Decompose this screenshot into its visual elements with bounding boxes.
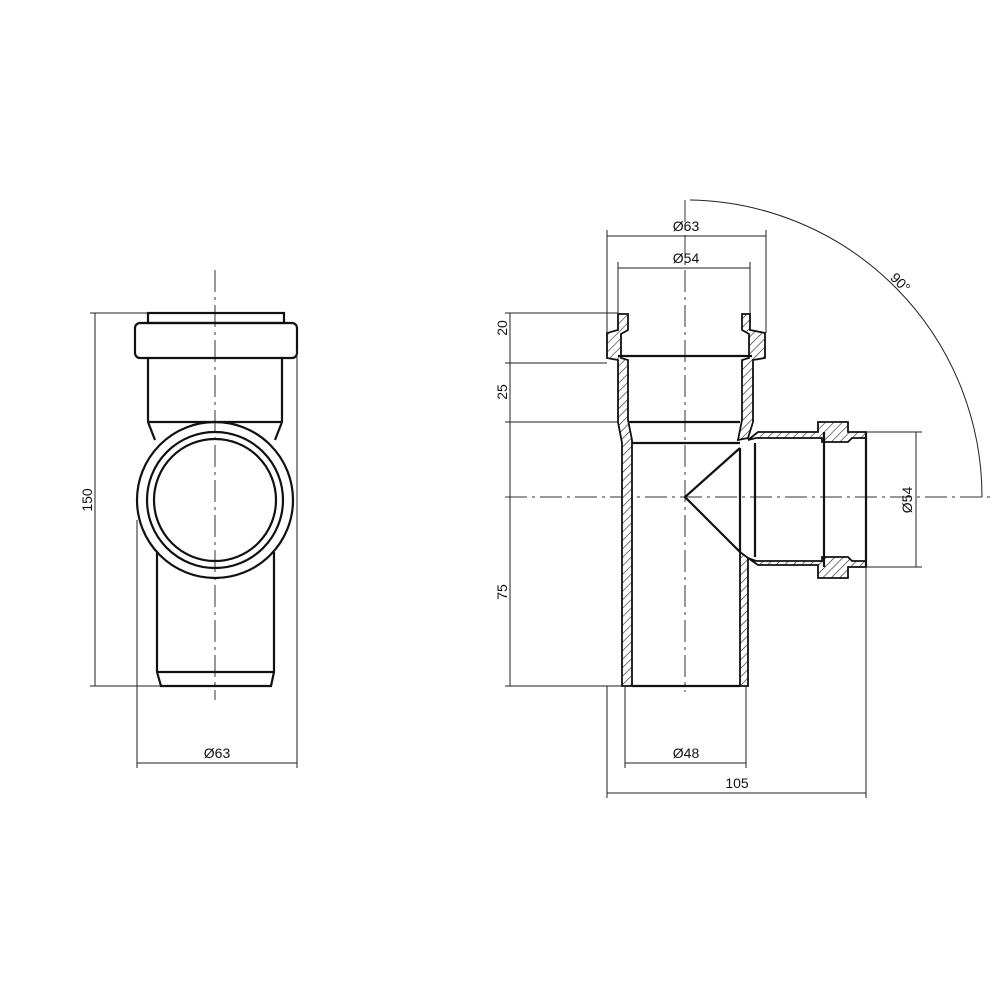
lower-body bbox=[155, 552, 276, 688]
side-view: 150 Ø63 bbox=[79, 270, 299, 768]
dim-width-label: 105 bbox=[725, 775, 749, 791]
dim-diameter-label: Ø63 bbox=[204, 745, 231, 761]
left-wall-section bbox=[606, 313, 633, 687]
inner-contours bbox=[618, 354, 868, 688]
angle-arc bbox=[689, 199, 983, 498]
branch-top-wall-section bbox=[747, 421, 867, 443]
dim-height-label: 150 bbox=[79, 488, 95, 512]
right-upper-wall-section bbox=[736, 313, 766, 442]
branch-outer-circle bbox=[135, 420, 295, 580]
branch-inner-circle bbox=[152, 437, 278, 563]
angle-label: 90° bbox=[887, 269, 913, 295]
dim-branch-label: Ø54 bbox=[899, 487, 915, 514]
branch-bottom-wall-section bbox=[747, 556, 867, 579]
socket-rim bbox=[146, 311, 286, 325]
dim-lower-label: 75 bbox=[494, 584, 510, 600]
dim-top-outer-label: Ø63 bbox=[673, 218, 700, 234]
dim-socket-depth-label: 20 bbox=[494, 320, 510, 336]
dim-top-inner-label: Ø54 bbox=[673, 250, 700, 266]
dim-transition-label: 25 bbox=[494, 384, 510, 400]
dim-bottom-inner-label: Ø48 bbox=[673, 745, 700, 761]
right-lower-wall-section bbox=[739, 550, 749, 687]
section-view: Ø63 Ø54 20 25 75 Ø54 Ø48 105 90° bbox=[494, 199, 990, 798]
branch-ring bbox=[145, 430, 285, 570]
socket-collar bbox=[133, 321, 299, 360]
